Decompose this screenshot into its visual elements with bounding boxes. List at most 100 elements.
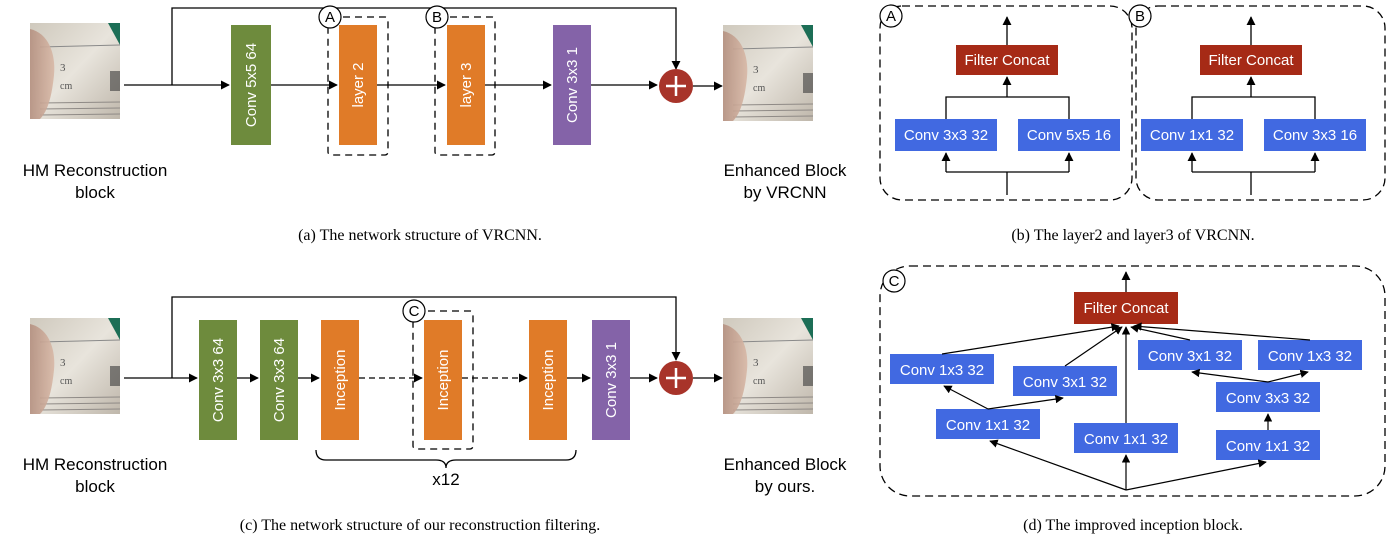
conv-block <box>936 409 1040 439</box>
dashed-box-layer2 <box>879 5 1133 201</box>
conv-block <box>1141 119 1243 151</box>
input-label-line2: block <box>75 477 115 496</box>
panel-d: C Filter Concat Conv 1x3 32 Conv 3x1 32 … <box>879 265 1386 534</box>
arrow <box>1125 459 1267 491</box>
arrow <box>941 323 1120 355</box>
conv-label: Conv 3x3 32 <box>1226 390 1310 407</box>
output-label-line2: by VRCNN <box>743 183 826 202</box>
input-image <box>29 317 121 415</box>
conv-label: Conv 3x1 32 <box>1148 348 1232 365</box>
conv-block <box>1216 382 1320 412</box>
merge-line <box>945 96 1070 119</box>
marker-a <box>879 4 903 28</box>
merge-line <box>1191 96 1316 119</box>
conv-out-block <box>553 25 591 145</box>
conv-block <box>199 320 237 440</box>
conv-label: Conv 1x1 32 <box>946 417 1030 434</box>
dashed-box-layer3 <box>1135 5 1386 201</box>
input-label-line1: HM Reconstruction <box>23 455 168 474</box>
conv-block <box>895 119 997 151</box>
output-image <box>722 24 814 122</box>
conv-label: Conv 1x3 32 <box>900 362 984 379</box>
dashed-box-c <box>412 310 474 450</box>
conv-block <box>890 354 994 384</box>
filter-concat-block <box>1074 292 1178 324</box>
inception-label: Inception <box>435 350 452 411</box>
conv-label: Conv 5x5 64 <box>243 43 260 127</box>
layer-label: layer 3 <box>458 62 475 107</box>
layer-block <box>447 25 485 145</box>
conv-label: Conv 1x3 32 <box>1268 348 1352 365</box>
arrow <box>1267 369 1309 383</box>
conv-block <box>1258 340 1362 370</box>
inception-block <box>529 320 567 440</box>
conv-label: Conv 3x3 64 <box>271 338 288 422</box>
filter-concat-label: Filter Concat <box>964 52 1050 69</box>
conv-label: Conv 3x3 64 <box>210 338 227 422</box>
arrow <box>1130 324 1191 341</box>
dashed-box-b <box>434 16 496 156</box>
marker-a-label: A <box>325 9 335 26</box>
panel-c: HM Reconstruction block Conv 3x3 64 Conv… <box>23 296 847 534</box>
arrow <box>987 394 1064 410</box>
arrow <box>943 385 989 410</box>
filter-concat-label: Filter Concat <box>1208 52 1294 69</box>
conv-label: Conv 1x1 32 <box>1084 431 1168 448</box>
skip-connection-arrow <box>171 7 681 85</box>
caption-d: (d) The improved inception block. <box>1023 517 1243 534</box>
marker-b <box>425 5 449 29</box>
arrow <box>1191 368 1269 383</box>
marker-b-label: B <box>1135 8 1145 25</box>
inception-label: Inception <box>332 350 349 411</box>
caption-b: (b) The layer2 and layer3 of VRCNN. <box>1011 227 1254 244</box>
arrow <box>1064 326 1123 367</box>
repeat-brace <box>315 449 577 469</box>
conv-block <box>1216 430 1320 460</box>
conv-label: Conv 3x3 32 <box>904 127 988 144</box>
input-label-line2: block <box>75 183 115 202</box>
inception-label: Inception <box>540 350 557 411</box>
dashed-box-a <box>327 16 389 156</box>
conv-label: Conv 3x3 16 <box>1273 127 1357 144</box>
conv-out-label: Conv 3x3 1 <box>603 342 620 418</box>
conv-block <box>1138 340 1242 370</box>
inception-block <box>424 320 462 440</box>
marker-c-label: C <box>889 273 900 290</box>
output-image <box>722 317 814 415</box>
layer-label: layer 2 <box>350 62 367 107</box>
panel-a: HM Reconstruction block Conv 5x5 64 A la… <box>23 5 847 244</box>
conv-block <box>1013 366 1117 396</box>
conv-block <box>1074 423 1178 453</box>
inception-block <box>321 320 359 440</box>
repeat-label: x12 <box>432 470 459 489</box>
conv-block <box>1018 119 1120 151</box>
filter-concat-block <box>1200 45 1302 75</box>
marker-c-label: C <box>409 303 420 320</box>
panel-b: A B Filter Concat Conv 3x3 32 Conv 5x5 1… <box>879 4 1386 244</box>
conv-label: Conv 1x1 32 <box>1150 127 1234 144</box>
skip-connection-arrow <box>171 296 681 378</box>
conv-label: Conv 1x1 32 <box>1226 438 1310 455</box>
dashed-box-inception <box>879 265 1386 497</box>
caption-a: (a) The network structure of VRCNN. <box>298 227 542 244</box>
conv-block <box>231 25 271 145</box>
marker-a <box>318 5 342 29</box>
marker-c <box>402 299 426 323</box>
conv-block <box>260 320 298 440</box>
input-label-line1: HM Reconstruction <box>23 161 168 180</box>
conv-label: Conv 5x5 16 <box>1027 127 1111 144</box>
output-label-line1: Enhanced Block <box>724 455 847 474</box>
output-label-line1: Enhanced Block <box>724 161 847 180</box>
filter-concat-block <box>956 45 1058 75</box>
caption-c: (c) The network structure of our reconst… <box>240 517 600 534</box>
marker-b-label: B <box>432 9 442 26</box>
filter-concat-label: Filter Concat <box>1083 300 1169 317</box>
marker-a-label: A <box>886 8 896 25</box>
arrow <box>989 439 1127 491</box>
output-label-line2: by ours. <box>755 477 815 496</box>
marker-c <box>882 269 906 293</box>
conv-label: Conv 3x1 32 <box>1023 374 1107 391</box>
marker-b <box>1128 4 1152 28</box>
layer-block <box>339 25 377 145</box>
